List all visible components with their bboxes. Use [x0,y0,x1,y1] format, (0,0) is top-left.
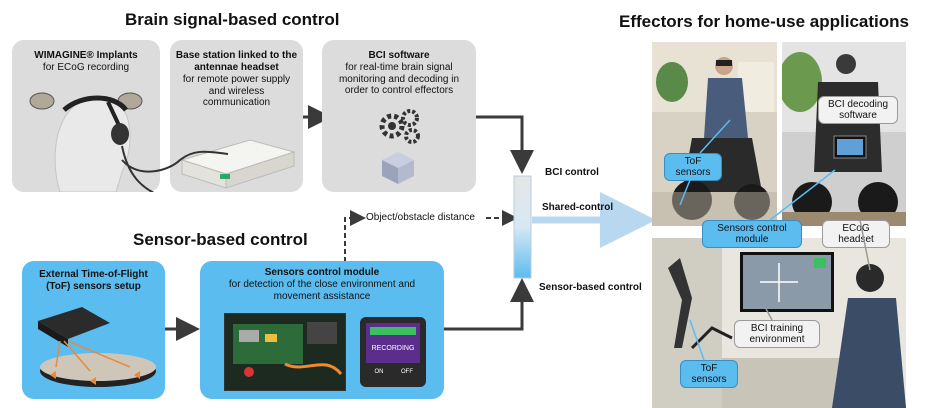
arrow-obstacle-distance [344,210,366,262]
module-screen-device: RECORDING ON OFF [360,317,426,387]
photo-wheelchair-user [652,42,777,226]
callout-tof-sensors-top: ToF sensors [664,153,722,181]
implant-left-icon [29,92,55,110]
tof-setup-box: External Time-of-Flight (ToF) sensors se… [22,261,165,399]
label-sensor-based-control: Sensor-based control [539,282,642,293]
screen-off-button: OFF [401,369,413,375]
arrow-module-to-bar [444,278,534,331]
control-bar [513,175,532,279]
photo-wheelchair-rear [782,42,906,226]
base-station-title: Base station linked to the antennae head… [175,50,298,73]
screen-recording-text: RECORDING [371,345,415,352]
base-station-device [180,139,296,189]
label-bci-control: BCI control [545,167,599,178]
implants-box: WIMAGINE® Implants for ECoG recording [12,40,160,192]
callout-bci-training: BCI training environment [734,320,820,348]
sensors-module-desc: for detection of the close environment a… [228,279,416,302]
cube-icon [382,152,414,184]
screen-status-bar [370,327,416,335]
callout-ecog-headset: ECoG headset [822,220,890,248]
head-illustration [29,92,155,192]
bci-software-title: BCI software [368,50,430,61]
tof-setup-title: External Time-of-Flight (ToF) sensors se… [39,269,148,292]
effectors-section-title: Effectors for home-use applications [619,12,909,31]
implants-title: WIMAGINE® Implants [34,50,138,61]
brain-section-title: Brain signal-based control [125,10,340,29]
bci-software-desc: for real-time brain signal monitoring an… [338,62,460,96]
circuit-board-photo [224,313,346,391]
arrow-software-to-bar [476,115,534,174]
cable-head-to-base [121,150,229,173]
base-station-desc: for remote power supply and wireless com… [182,74,291,108]
implants-desc: for ECoG recording [42,62,130,73]
label-shared-control: Shared-control [542,202,614,213]
screen-on-button: ON [374,369,384,375]
sensor-section-title: Sensor-based control [133,230,308,249]
gears-icon [379,109,420,144]
callout-bci-decoding: BCI decoding software [818,96,898,124]
callout-tof-sensors-bottom: ToF sensors [680,360,738,388]
tof-sensor-device [38,307,156,387]
base-station-box: Base station linked to the antennae head… [170,40,303,192]
sensors-module-box: Sensors control module for detection of … [200,261,444,399]
sensors-module-title: Sensors control module [264,267,380,278]
callout-sensors-control-module: Sensors control module [702,220,802,248]
bci-software-box: BCI software for real-time brain signal … [322,40,476,192]
label-obstacle-distance: Object/obstacle distance [366,212,475,223]
